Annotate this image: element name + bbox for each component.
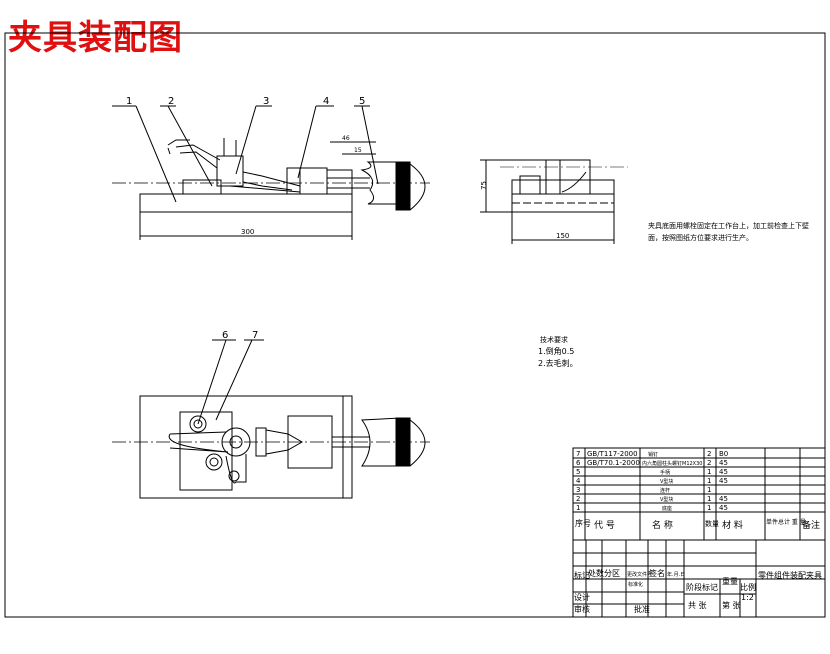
base-plate — [139, 193, 353, 213]
balloon-3: 3 — [263, 96, 269, 107]
tech-note-line-2: 面，按照图纸方位要求进行生产。 — [648, 233, 753, 242]
dim-side-height: 75 — [480, 181, 488, 190]
drawing-title: 夹具装配图 — [8, 18, 183, 58]
tb-drawing-name: 零件组件装配夹具 — [758, 570, 822, 580]
tb-label: 批准 — [634, 604, 650, 614]
bom-header: 代 号 — [594, 520, 615, 531]
tb-scale: 1:2 — [741, 593, 754, 602]
bom-cell: 连杆 — [660, 487, 670, 494]
bom-header: 备注 — [802, 519, 820, 531]
tb-label: 更改文件号 — [627, 571, 652, 578]
bom-cell: GB/T70.1-2000 — [587, 459, 640, 467]
bom-cell: 45 — [719, 495, 728, 503]
balloon-6: 6 — [222, 330, 228, 341]
tb-label: 阶段标记 — [686, 582, 718, 592]
tb-label: 第 张 — [722, 600, 741, 610]
balloon-2: 2 — [168, 96, 174, 107]
top-view — [112, 395, 430, 499]
bom-cell: 销钉 — [648, 451, 658, 458]
side-view — [500, 159, 628, 213]
v-block-left — [182, 179, 222, 195]
bom-cell: 45 — [719, 468, 728, 476]
balloon-5: 5 — [359, 96, 365, 107]
tb-label: 签名 — [649, 568, 665, 578]
bom-header: 序号 — [575, 518, 591, 528]
bom-cell: 底座 — [662, 505, 672, 512]
bom-cell: 6 — [576, 459, 581, 467]
tb-label: 标记 — [574, 570, 590, 580]
tb-label: 比例 — [740, 582, 756, 592]
bom-rows: 7 GB/T117-2000 销钉 2 B0 6 GB/T70.1-2000 内… — [575, 450, 820, 531]
requirement-2: 2.去毛刺。 — [538, 358, 578, 368]
bom-cell: 2 — [707, 459, 711, 467]
tb-label: 年.月.日 — [667, 571, 685, 578]
balloon-7: 7 — [252, 330, 258, 341]
bom-cell: 3 — [576, 486, 580, 494]
tb-label: 重量 — [722, 576, 738, 586]
front-view — [112, 138, 430, 213]
bom-header: 名 称 — [652, 519, 673, 531]
bom-cell: 1 — [707, 486, 711, 494]
top-base — [139, 395, 353, 499]
tech-note-line-1: 夹具底面用螺栓固定在工作台上，加工前检查上下壁 — [648, 221, 809, 230]
bom-cell: 手柄 — [660, 469, 670, 476]
tb-label: 分区 — [604, 569, 620, 578]
requirement-1: 1.倒角0.5 — [538, 346, 574, 356]
title-block — [572, 539, 826, 618]
bom-cell: 45 — [719, 459, 728, 467]
dim-side-width: 150 — [556, 232, 569, 240]
bom-cell: V型块 — [660, 496, 673, 503]
bom-header: 单件总计 重 量 — [766, 518, 806, 526]
dim-46: 46 — [342, 135, 350, 142]
title-block-text: 标记 处数 分区 更改文件号 签名 年.月.日 设计 标准化 阶段标记 重量 比… — [574, 568, 822, 614]
bom-cell: 45 — [719, 504, 728, 512]
tb-label: 共 张 — [688, 601, 707, 610]
bom-cell: 45 — [719, 477, 728, 485]
bom-cell: 1 — [707, 477, 711, 485]
balloon-4: 4 — [323, 96, 329, 107]
balloon-1: 1 — [126, 96, 132, 107]
bom-cell: 7 — [576, 450, 580, 458]
dim-base-length: 300 — [241, 228, 254, 236]
bom-cell: 1 — [707, 468, 711, 476]
bom-header: 数量 — [705, 519, 719, 528]
bom-cell: 4 — [576, 477, 581, 485]
bom-cell: 5 — [576, 468, 580, 476]
bom-cell: GB/T117-2000 — [587, 450, 638, 458]
bom-cell: 1 — [707, 504, 711, 512]
tb-label: 处数 — [588, 568, 604, 578]
tb-label: 审核 — [574, 604, 590, 614]
drawing-frame — [4, 32, 826, 618]
tb-label: 设计 — [574, 592, 590, 602]
v-block-right — [286, 167, 328, 195]
bom-cell: 内六角圆柱头螺钉M12X30 — [642, 460, 702, 467]
tb-label: 标准化 — [628, 581, 643, 588]
handle — [360, 161, 401, 205]
bom-cell: 1 — [576, 504, 580, 512]
bom-cell: 2 — [576, 495, 580, 503]
bom-header: 材 料 — [722, 519, 743, 531]
bom-cell: 1 — [707, 495, 711, 503]
bom-cell: V型块 — [660, 478, 673, 485]
dim-15: 15 — [354, 147, 362, 154]
bom-cell: B0 — [719, 450, 728, 458]
requirements-title: 技术要求 — [540, 335, 568, 344]
bom-cell: 2 — [707, 450, 711, 458]
